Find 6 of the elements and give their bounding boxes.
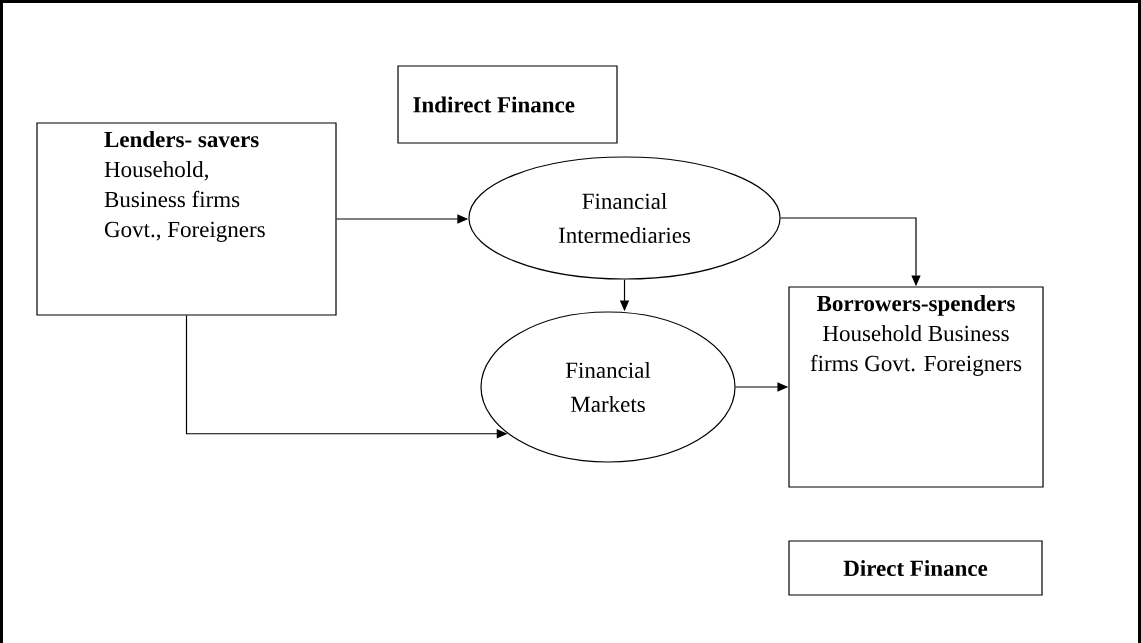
text-box: Lenders- savers Household, Business firms Govt., Foreigners <box>36 122 337 316</box>
ellipse-node: Financial Markets <box>480 311 736 463</box>
text-box: Indirect Finance <box>397 65 618 144</box>
ellipse-node: Financial Intermediaries <box>468 156 781 280</box>
text-box: Borrowers-spenders Household Business firms Govt. Foreigners <box>788 286 1044 488</box>
text-box: Direct Finance <box>788 540 1043 596</box>
